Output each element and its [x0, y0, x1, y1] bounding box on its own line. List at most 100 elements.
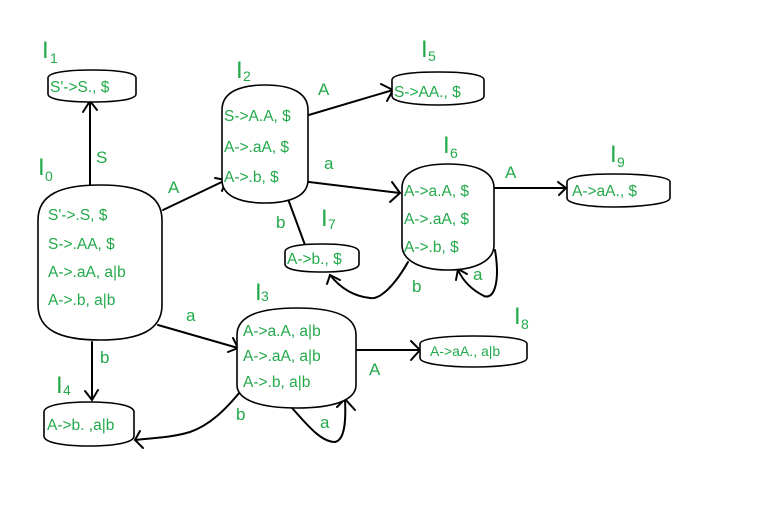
edge-i2-i7 [287, 198, 306, 246]
state-label-name: I [421, 36, 428, 63]
state-label-name: I [255, 279, 262, 306]
edge-line [457, 249, 498, 298]
state-label-name: I [42, 37, 49, 64]
state-i1: S'->S., $ I 1 [42, 37, 137, 103]
state-item: S->AA., $ [394, 84, 461, 101]
edge-label-i3-i4: b [236, 405, 245, 424]
state-i7: A->b., $ I 7 [284, 205, 360, 273]
state-item: S->A.A, $ [224, 108, 291, 125]
state-item: S'->S., $ [50, 79, 110, 96]
state-item: A->aA., a|b [430, 343, 500, 359]
edge-line [308, 181, 401, 194]
state-label: I 2 [236, 57, 251, 84]
state-label-name: I [321, 205, 328, 232]
state-item: S->.AA, $ [48, 236, 115, 253]
edge-label-i3-i8: A [369, 360, 381, 379]
state-i6: A->a.A, $ A->.aA, $ A->.b, $ I 6 [401, 132, 495, 271]
state-label-subscript: 9 [617, 154, 625, 170]
state-i9: A->aA., $ I 9 [566, 141, 671, 208]
edge-label-i0-i2: A [168, 178, 180, 197]
edge-i0-i3 [157, 324, 240, 353]
state-item: A->b. ,a|b [47, 417, 114, 434]
state-shape [566, 173, 671, 208]
state-item: A->.aA, $ [404, 211, 469, 228]
edge-i0-i1 [82, 99, 98, 199]
state-shape [37, 184, 163, 341]
state-i8: A->aA., a|b I 8 [419, 303, 529, 368]
edge-line [291, 399, 347, 444]
state-i3: A->a.A, a|b A->.aA, a|b A->.b, a|b I 3 [236, 279, 357, 409]
state-item: A->.b, a|b [48, 292, 115, 309]
edge-label-i0-i1: S [96, 148, 107, 167]
edge-i6-i7 [326, 261, 409, 300]
state-label-name: I [38, 154, 45, 181]
state-label: I 8 [514, 303, 529, 332]
state-item: A->.aA, $ [224, 139, 289, 156]
edge-i2-i6 [308, 181, 402, 203]
state-item: A->a.A, $ [404, 183, 469, 200]
state-shape [43, 401, 135, 447]
edge-i0-i4 [84, 341, 99, 402]
state-label-name: I [514, 303, 521, 330]
arrowhead-icon [84, 389, 99, 402]
state-item: A->aA., $ [572, 183, 637, 200]
state-shape [221, 84, 309, 204]
edge-label-i6-i9: A [505, 163, 517, 182]
edge-label-i2-i6: a [324, 154, 334, 173]
edge-label-i0-i4: b [100, 348, 109, 367]
arrowhead-icon [326, 273, 341, 285]
state-shape [284, 243, 360, 273]
edge-labels: S A a b A a b a b A a b A [96, 80, 517, 432]
state-shape [236, 307, 357, 409]
state-item: A->b., $ [287, 251, 342, 268]
state-label-subscript: 2 [243, 68, 251, 84]
state-i2: S->A.A, $ A->.aA, $ A->.b, $ I 2 [221, 57, 309, 204]
state-label: I 9 [610, 141, 625, 170]
state-label-subscript: 4 [63, 382, 71, 398]
state-i5: S->AA., $ I 5 [391, 36, 485, 106]
state-item: A->a.A, a|b [243, 323, 321, 340]
edge-i2-i5 [301, 83, 395, 118]
state-label: I 4 [56, 372, 71, 399]
state-label-name: I [443, 132, 450, 159]
state-label: I 7 [321, 205, 336, 232]
state-label-subscript: 8 [521, 316, 529, 332]
state-label-name: I [610, 141, 617, 168]
state-label-subscript: 6 [450, 145, 458, 161]
state-shape [401, 163, 495, 271]
edges [82, 83, 568, 449]
edge-line [287, 198, 306, 246]
state-i0: S'->.S, $ S->.AA, $ A->.aA, a|b A->.b, a… [37, 154, 163, 341]
state-label-subscript: 3 [261, 288, 269, 304]
state-label-subscript: 0 [45, 168, 53, 184]
edge-i6-i9 [493, 181, 568, 196]
edge-label-i2-i5: A [318, 80, 330, 99]
state-label-subscript: 5 [428, 48, 436, 64]
edge-i3-i8 [355, 340, 422, 361]
state-item: A->.b, $ [224, 169, 279, 186]
state-label-name: I [56, 372, 63, 399]
edge-line [134, 391, 241, 441]
state-item: A->.aA, a|b [48, 264, 126, 281]
state-label: I 3 [255, 279, 269, 306]
edge-line [329, 261, 409, 300]
state-item: S'->.S, $ [48, 207, 108, 224]
edge-line [162, 179, 227, 211]
edge-label-i2-i7: b [276, 213, 285, 232]
arrowhead-icon [389, 181, 402, 203]
edge-label-i3-self: a [320, 413, 330, 432]
edge-label-i6-i7: b [412, 277, 421, 296]
state-item: A->.aA, a|b [243, 348, 321, 365]
state-shape [419, 335, 528, 368]
state-label: I 0 [38, 154, 53, 184]
state-label-subscript: 7 [328, 216, 336, 232]
state-label-subscript: 1 [50, 50, 58, 66]
state-label: I 5 [421, 36, 436, 64]
edge-line [157, 324, 239, 349]
state-item: A->.b, a|b [243, 374, 310, 391]
state-label-name: I [236, 57, 243, 84]
state-label: I 6 [443, 132, 458, 161]
edge-label-i0-i3: a [186, 306, 196, 325]
edge-label-i6-self: a [473, 265, 483, 284]
